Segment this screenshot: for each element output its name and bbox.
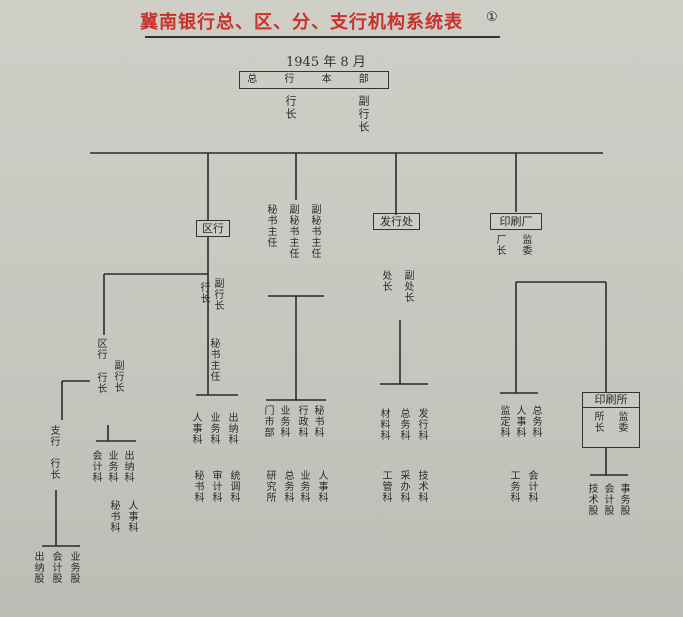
regional-officer: 秘书主任 — [208, 338, 219, 382]
subbranch-name: 支行 — [48, 425, 59, 447]
hq-dept: 业务科 — [298, 470, 309, 503]
issuing-dept: 采办科 — [398, 470, 409, 503]
hq-dept: 人事科 — [316, 470, 327, 503]
printing-office-dept: 技术股 — [586, 483, 597, 516]
hq-officer-deputy: 副行长 — [357, 95, 370, 134]
issuing-officer: 副处长 — [402, 270, 413, 303]
issuing-officer: 处长 — [380, 270, 391, 292]
printing-office-dept: 会计股 — [602, 483, 613, 516]
issuing-dept: 总务科 — [398, 408, 409, 441]
hq-box: 总 行 本 部 — [239, 71, 389, 89]
factory-dept: 总务科 — [530, 405, 541, 438]
subbranch-officer: 行长 — [48, 458, 59, 480]
issuing-dept: 工管科 — [380, 470, 391, 503]
hq-secretary-2: 副秘书主任 — [287, 204, 298, 259]
regional-dept: 统调科 — [228, 470, 239, 503]
hq-dept: 总务科 — [282, 470, 293, 503]
factory-dept: 监定科 — [498, 405, 509, 438]
hq-dept: 门市部 — [262, 405, 273, 438]
factory-officer: 监委 — [520, 234, 531, 256]
hq-dept: 业务科 — [278, 405, 289, 438]
issuing-dept: 技术科 — [416, 470, 427, 503]
regional-box: 区行 — [196, 220, 230, 237]
issuing-box: 发行处 — [373, 213, 420, 230]
subbranch-dept: 会计股 — [50, 551, 61, 584]
branch-officer: 行长 — [95, 372, 106, 394]
title-text: 冀南银行总、区、分、支行机构系统表 — [140, 12, 463, 33]
regional-officer: 行长 — [198, 282, 209, 304]
hq-dept: 行政科 — [296, 405, 307, 438]
printing-office-officer: 所长 — [592, 411, 603, 433]
printing-office-box: 印刷所 — [582, 392, 640, 448]
regional-dept: 审计科 — [210, 470, 221, 503]
branch-name: 区行 — [95, 338, 106, 360]
subbranch-dept: 业务股 — [68, 551, 79, 584]
branch-officer: 副行长 — [112, 360, 123, 393]
branch-dept: 人事科 — [126, 500, 137, 533]
regional-officer: 副行长 — [212, 278, 223, 311]
hq-officer-chief: 行长 — [284, 95, 297, 121]
hq-dept: 秘书科 — [312, 405, 323, 438]
footnote-mark: ① — [486, 10, 499, 25]
title-underline — [145, 36, 500, 38]
printing-office-name: 印刷所 — [583, 393, 639, 408]
branch-dept: 会计科 — [90, 450, 101, 483]
factory-dept: 人事科 — [514, 405, 525, 438]
branch-dept: 秘书科 — [108, 500, 119, 533]
issuing-dept: 发行科 — [416, 408, 427, 441]
printing-office-officer: 监委 — [616, 411, 627, 433]
hq-secretary-1: 秘书主任 — [265, 204, 276, 248]
regional-dept: 出纳科 — [226, 412, 237, 445]
hq-secretary-3: 副秘书主任 — [309, 204, 320, 259]
chart-date: 1945 年 8 月 — [286, 55, 366, 70]
regional-dept: 人事科 — [190, 412, 201, 445]
factory-officer: 厂长 — [494, 234, 505, 256]
chart-title: 冀南银行总、区、分、支行机构系统表 ① — [140, 8, 520, 38]
regional-dept: 秘书科 — [192, 470, 203, 503]
factory-dept: 工务科 — [508, 470, 519, 503]
hq-dept: 研究所 — [264, 470, 275, 503]
issuing-dept: 材料科 — [378, 408, 389, 441]
branch-dept: 业务科 — [106, 450, 117, 483]
regional-dept: 业务科 — [208, 412, 219, 445]
factory-dept: 会计科 — [526, 470, 537, 503]
branch-dept: 出纳科 — [122, 450, 133, 483]
printing-factory-box: 印刷厂 — [490, 213, 542, 230]
subbranch-dept: 出纳股 — [32, 551, 43, 584]
printing-office-dept: 事务股 — [618, 483, 629, 516]
